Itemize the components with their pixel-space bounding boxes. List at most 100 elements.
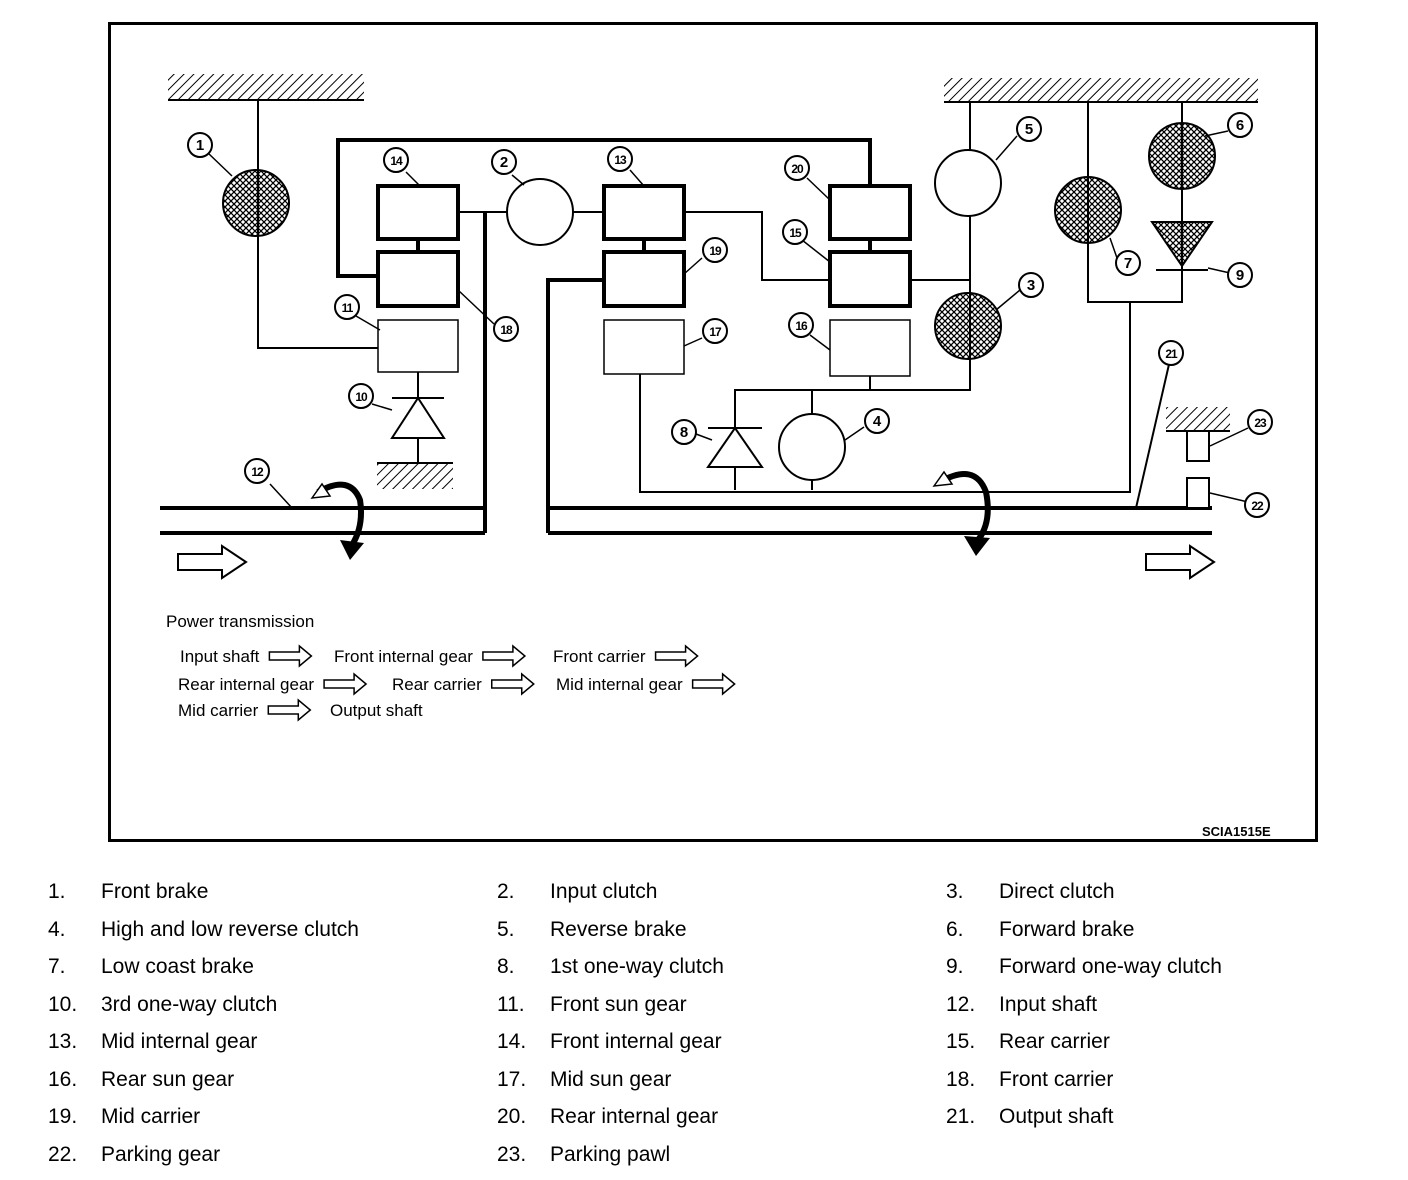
legend-item: 21.Output shaft bbox=[946, 1105, 1386, 1131]
high-low-reverse-clutch-circle bbox=[778, 413, 846, 481]
callout-14: 14 bbox=[383, 147, 409, 173]
legend-label: Parking gear bbox=[101, 1142, 221, 1166]
low-coast-brake-circle bbox=[1054, 176, 1122, 244]
svg-text:21: 21 bbox=[1165, 347, 1178, 361]
legend-item: 22. Parking gear bbox=[48, 1143, 488, 1169]
legend-label: Rear carrier bbox=[999, 1030, 1110, 1053]
svg-text:17: 17 bbox=[709, 325, 722, 339]
housing-parking bbox=[1166, 407, 1230, 432]
legend-label: 3rd one-way clutch bbox=[101, 992, 278, 1016]
legend-label: Front carrier bbox=[999, 1067, 1114, 1091]
legend-item: 3.Direct clutch bbox=[946, 880, 1386, 906]
flow-step: Rear internal gear bbox=[178, 675, 314, 694]
callout-19: 19 bbox=[702, 237, 728, 263]
callout-15: 15 bbox=[782, 219, 808, 245]
legend-label: Direct clutch bbox=[999, 880, 1115, 903]
mid-sun-gear-box bbox=[603, 319, 685, 375]
legend-label: Front brake bbox=[101, 880, 209, 903]
svg-text:16: 16 bbox=[795, 319, 808, 333]
direct-clutch-circle bbox=[934, 292, 1002, 360]
front-carrier-box bbox=[376, 250, 460, 308]
legend-number: 7. bbox=[48, 955, 66, 978]
callout-21: 21 bbox=[1158, 340, 1184, 366]
callout-12: 12 bbox=[244, 458, 270, 484]
rear-internal-gear-box bbox=[828, 184, 912, 241]
reverse-brake-circle bbox=[934, 149, 1002, 217]
input-clutch-circle bbox=[506, 178, 574, 246]
flow-arrow bbox=[268, 644, 313, 668]
svg-text:14: 14 bbox=[390, 154, 403, 168]
legend-item: 11.Front sun gear bbox=[497, 993, 937, 1019]
legend-item: 17.Mid sun gear bbox=[497, 1068, 937, 1094]
legend-label: Mid internal gear bbox=[101, 1030, 258, 1053]
legend-number: 1. bbox=[48, 880, 66, 903]
legend-item: 18. Front carrier bbox=[946, 1068, 1386, 1094]
flow-step: Front carrier bbox=[553, 647, 646, 666]
flow-arrow bbox=[267, 698, 312, 722]
rear-carrier-box bbox=[828, 250, 912, 308]
legend-item: 19.Mid carrier bbox=[48, 1105, 488, 1131]
flow-arrow bbox=[691, 672, 736, 696]
callout-9: 9 bbox=[1227, 262, 1253, 288]
legend-number: 22. bbox=[48, 1142, 78, 1166]
legend-item: 13. Mid internal gear bbox=[48, 1030, 488, 1056]
callout-23: 23 bbox=[1247, 409, 1273, 435]
legend-label: Reverse brake bbox=[550, 917, 687, 941]
callout-3: 3 bbox=[1018, 272, 1044, 298]
legend-number: 18. bbox=[946, 1067, 976, 1091]
callout-8: 8 bbox=[671, 419, 697, 445]
legend-item: 15. Rear carrier bbox=[946, 1030, 1386, 1056]
legend-number: 5. bbox=[497, 917, 515, 941]
front-sun-gear-box bbox=[377, 319, 459, 373]
svg-text:1: 1 bbox=[196, 137, 204, 154]
legend-item: 20. Rear internal gear bbox=[497, 1105, 937, 1131]
figure-code: SCIA1515E bbox=[1202, 824, 1271, 839]
legend-label: Mid carrier bbox=[101, 1105, 201, 1128]
legend-item: 12.Input shaft bbox=[946, 993, 1386, 1019]
legend-number: 9. bbox=[946, 955, 964, 978]
legend-label: High and low reverse clutch bbox=[101, 917, 359, 941]
flow-title: Power transmission bbox=[166, 612, 314, 631]
callout-18: 18 bbox=[493, 316, 519, 342]
input-direction-arrow bbox=[177, 544, 248, 580]
svg-text:7: 7 bbox=[1124, 255, 1132, 272]
flow-arrow bbox=[323, 672, 368, 696]
legend-label: Forward brake bbox=[999, 917, 1135, 941]
svg-text:2: 2 bbox=[500, 154, 508, 171]
flow-step: Front internal gear bbox=[334, 647, 473, 666]
callout-4: 4 bbox=[864, 408, 890, 434]
first-one-way-clutch bbox=[706, 426, 764, 468]
legend-item: 16.Rear sun gear bbox=[48, 1068, 488, 1094]
svg-text:12: 12 bbox=[251, 465, 264, 479]
callout-leaders bbox=[207, 130, 1249, 509]
flow-step: Rear carrier bbox=[392, 675, 482, 694]
flow-arrow bbox=[654, 644, 699, 668]
housing-right bbox=[944, 78, 1258, 103]
flow-step: Mid carrier bbox=[178, 701, 259, 720]
svg-text:8: 8 bbox=[680, 424, 688, 441]
legend-item: 10.3rd one-way clutch bbox=[48, 993, 488, 1019]
legend-number: 15. bbox=[946, 1030, 976, 1053]
legend-label: Parking pawl bbox=[550, 1142, 671, 1166]
parking-gear-block bbox=[1186, 477, 1210, 509]
legend-number: 23. bbox=[497, 1142, 527, 1166]
legend-number: 12. bbox=[946, 992, 976, 1016]
legend-number: 13. bbox=[48, 1030, 78, 1053]
legend-number: 20. bbox=[497, 1105, 527, 1128]
legend-item: 23. Parking pawl bbox=[497, 1143, 937, 1169]
svg-text:18: 18 bbox=[500, 323, 513, 337]
legend-label: Forward one-way clutch bbox=[999, 955, 1222, 978]
legend-item: 7. Low coast brake bbox=[48, 955, 488, 981]
svg-text:3: 3 bbox=[1027, 277, 1035, 294]
legend-label: Rear internal gear bbox=[550, 1105, 719, 1128]
callout-7: 7 bbox=[1115, 250, 1141, 276]
legend-label: Input clutch bbox=[550, 880, 658, 903]
flow-step: Mid internal gear bbox=[556, 675, 683, 694]
rear-sun-gear-box bbox=[829, 319, 911, 377]
callout-10: 10 bbox=[348, 383, 374, 409]
housing-left bbox=[168, 74, 364, 101]
callout-22: 22 bbox=[1244, 492, 1270, 518]
legend-number: 8. bbox=[497, 955, 515, 978]
legend-label: Low coast brake bbox=[101, 955, 254, 978]
